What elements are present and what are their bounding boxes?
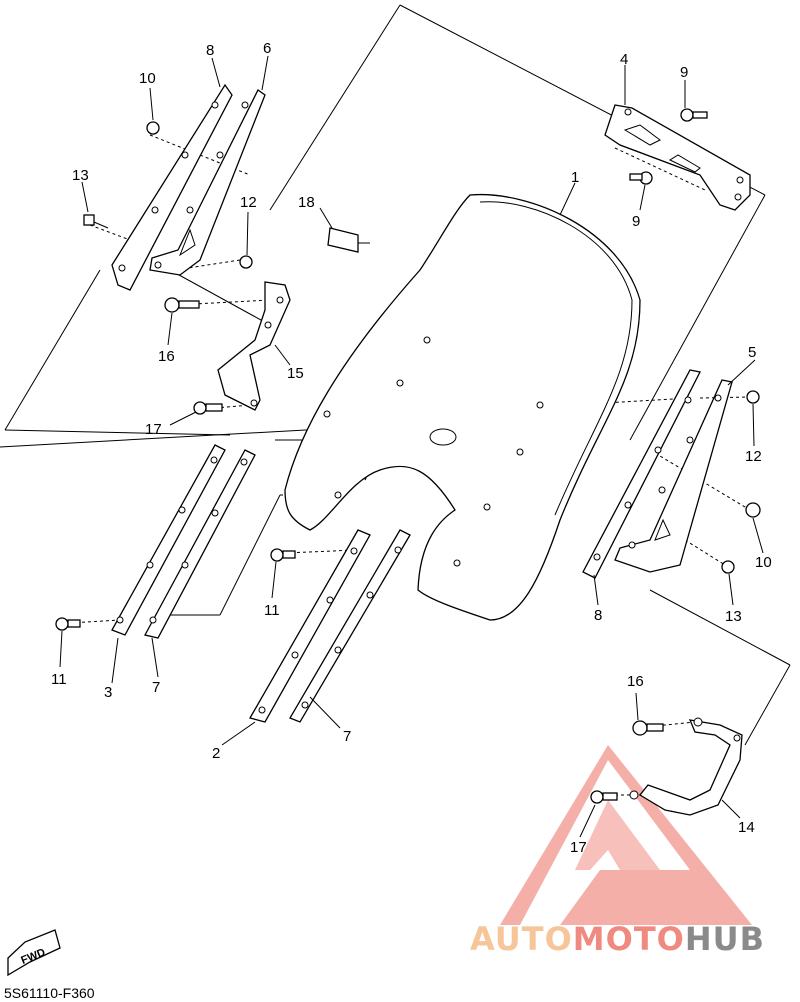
stay-part-5-right (614, 379, 733, 573)
bolt-11-left (55, 617, 81, 631)
stay-part-8-left (111, 83, 233, 291)
stay-part-7-center (289, 529, 411, 723)
bolt-13-left (83, 214, 109, 229)
nut-10-right (745, 502, 761, 518)
stay-part-3 (111, 444, 226, 636)
bolt-9-top (680, 108, 708, 122)
watermark-word-auto: AUTO (470, 920, 573, 958)
stay-part-7-left (144, 449, 256, 639)
bolt-13-right (721, 560, 735, 574)
bolt-9-bottom (629, 171, 653, 185)
callout-9-bottom: 9 (632, 213, 640, 230)
nut-12-left (239, 255, 253, 269)
callout-10-right: 10 (755, 554, 772, 571)
fwd-arrow: FWD (7, 929, 61, 977)
bracket-part-14 (629, 717, 743, 816)
callout-17-left: 17 (145, 421, 162, 438)
callout-3: 3 (104, 684, 112, 701)
callout-2: 2 (212, 745, 220, 762)
cover-part-18 (327, 227, 359, 253)
callout-6: 6 (263, 40, 271, 57)
callout-labels: 1 2 3 4 5 6 7 7 8 8 9 9 10 10 11 11 12 1… (51, 40, 772, 856)
bolt-16-right (632, 720, 664, 736)
watermark-word-hub: HUB (685, 920, 765, 958)
callout-5: 5 (748, 344, 756, 361)
callout-13-right: 13 (725, 608, 742, 625)
callout-8-left: 8 (206, 42, 214, 59)
top-bracket-part-4 (604, 104, 751, 211)
bracket-part-15 (217, 281, 291, 411)
callout-10-left: 10 (139, 70, 156, 87)
hardware-fasteners (55, 108, 761, 804)
callout-12-right: 12 (745, 448, 762, 465)
callout-15: 15 (287, 365, 304, 382)
bolt-16-left (164, 297, 200, 313)
callout-8-right: 8 (594, 607, 602, 624)
callout-14: 14 (738, 819, 755, 836)
bolt-17-right (590, 790, 618, 804)
bolt-10-left (146, 121, 160, 135)
stay-part-2 (249, 529, 371, 723)
windshield-part-1 (284, 193, 641, 621)
nut-12-right (746, 390, 760, 404)
callout-17-right: 17 (570, 839, 587, 856)
callout-4: 4 (620, 51, 628, 68)
stay-part-8-right (582, 369, 701, 579)
callout-11-center: 11 (264, 602, 280, 619)
callout-13-left: 13 (72, 167, 89, 184)
callout-7-center: 7 (343, 728, 351, 745)
watermark-word-moto: MOTO (573, 920, 685, 958)
callout-12-left: 12 (240, 194, 257, 211)
watermark-brand: AUTOMOTOHUB (470, 920, 765, 958)
watermark-logo (500, 745, 752, 925)
callout-9-top: 9 (680, 64, 688, 81)
callout-11-left: 11 (51, 671, 67, 688)
part-code: 5S61110-F360 (4, 985, 95, 1001)
bolt-17-left (193, 401, 223, 415)
stay-part-6-left (149, 89, 266, 276)
callout-1: 1 (571, 169, 579, 186)
watermark-triangle (500, 745, 752, 925)
bolt-11-center (270, 548, 296, 562)
callout-leader-lines (59, 55, 764, 838)
callout-16-left: 16 (158, 348, 175, 365)
watermark-triangle-inner (575, 800, 660, 870)
callout-18: 18 (298, 194, 315, 211)
callout-16-right: 16 (627, 673, 644, 690)
callout-7-left: 7 (152, 679, 160, 696)
